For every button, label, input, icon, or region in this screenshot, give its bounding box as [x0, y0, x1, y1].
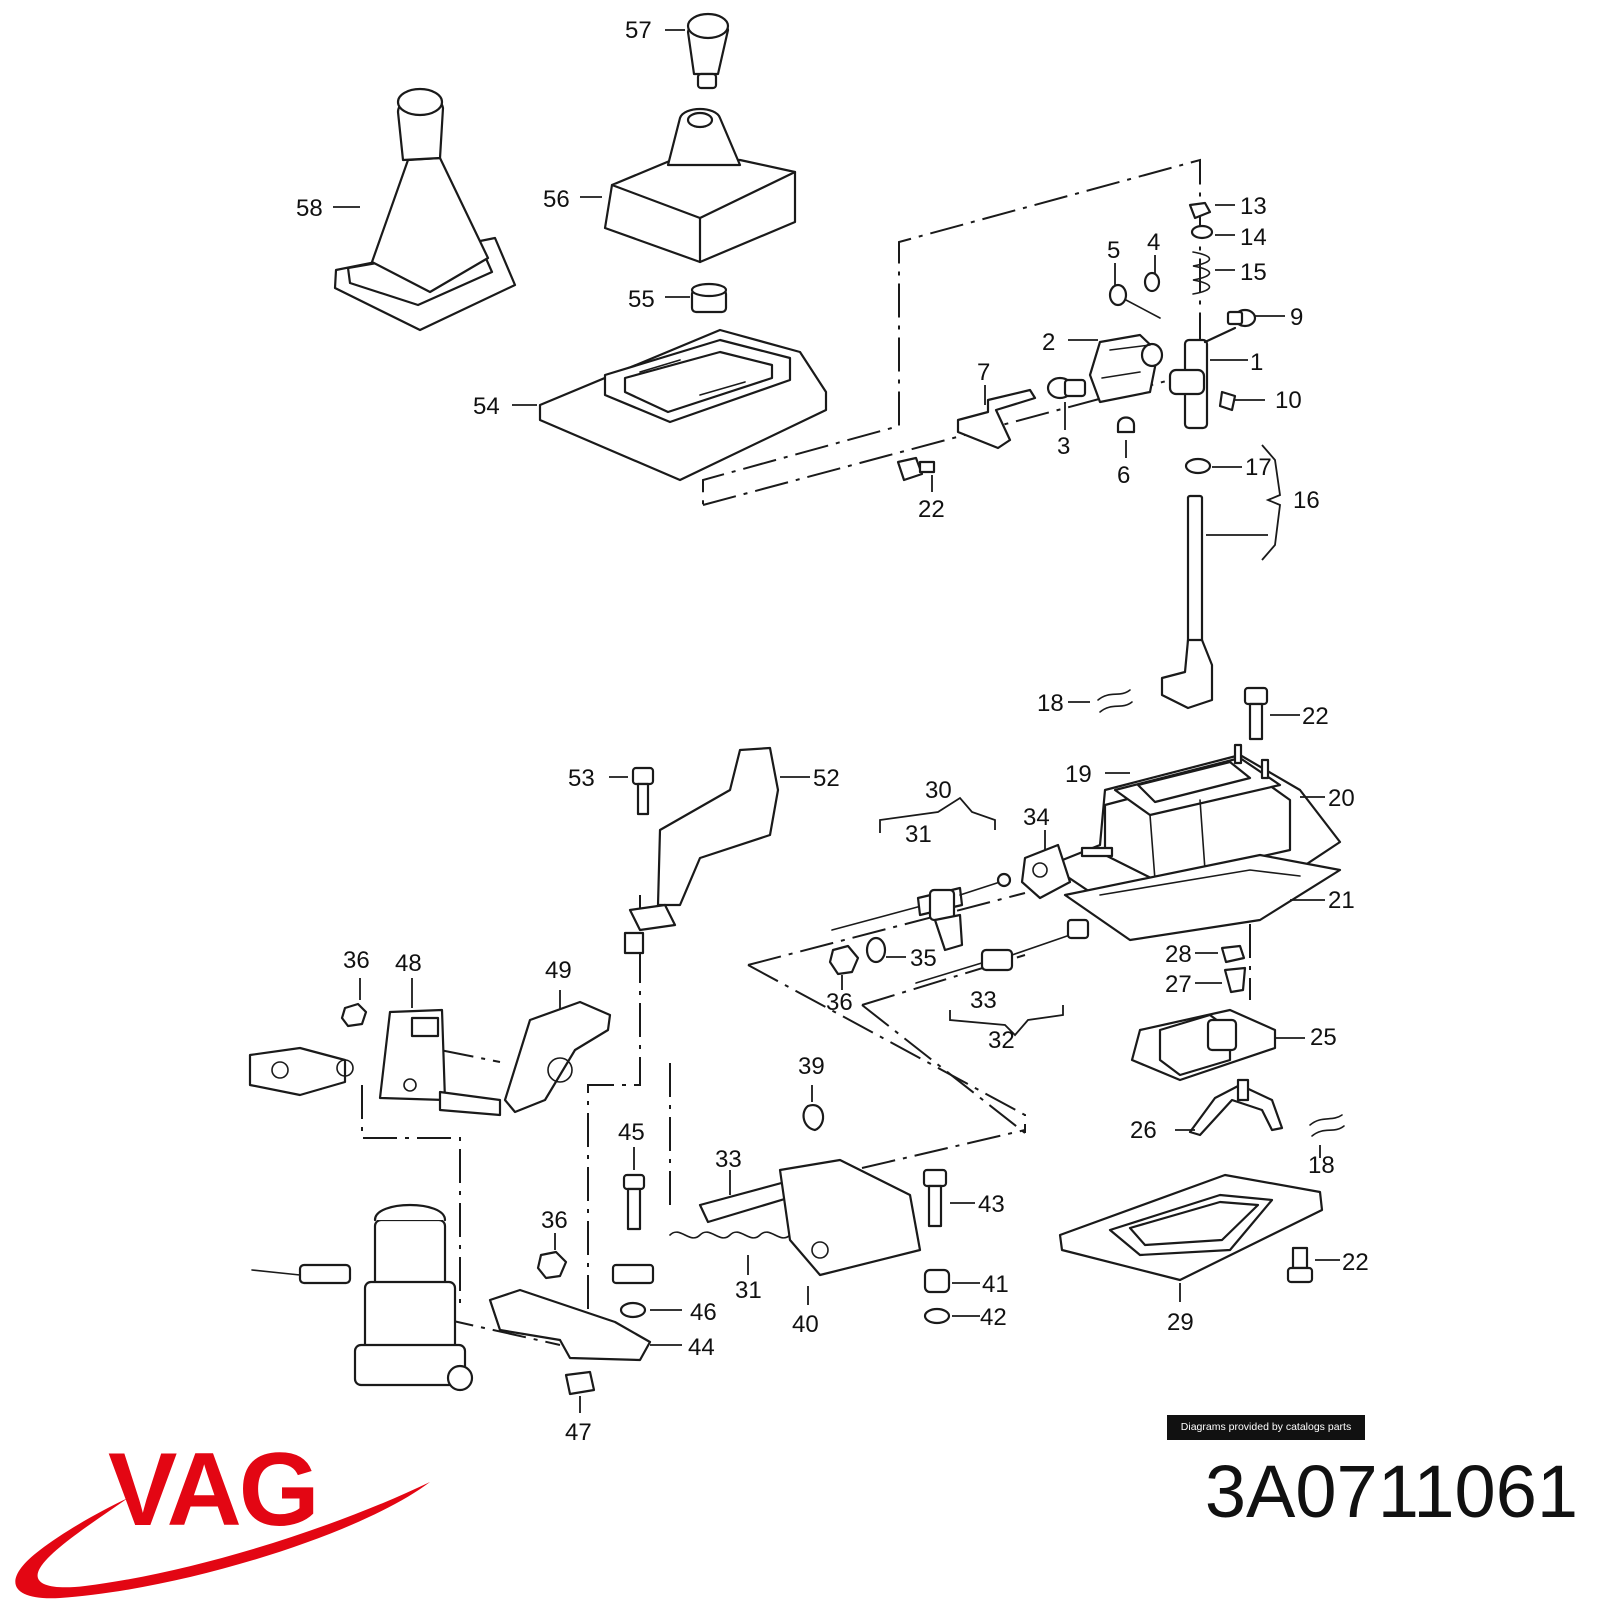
- callout-19: 19: [1065, 761, 1092, 788]
- diagram-credit-badge: Diagrams provided by catalogs parts: [1167, 1415, 1365, 1440]
- callout-33-upper: 33: [970, 987, 997, 1014]
- callout-9: 9: [1290, 304, 1303, 331]
- callout-7: 7: [977, 359, 990, 386]
- callout-17: 17: [1245, 454, 1272, 481]
- callout-1: 1: [1250, 349, 1263, 376]
- callout-47: 47: [565, 1419, 592, 1446]
- selector-lever: [623, 746, 780, 955]
- callout-36-lower: 36: [541, 1207, 568, 1234]
- shift-housing-assembly: [1048, 686, 1345, 1284]
- callout-41: 41: [982, 1271, 1009, 1298]
- callout-31-lower: 31: [735, 1277, 762, 1304]
- callout-5: 5: [1107, 237, 1120, 264]
- callout-57: 57: [625, 17, 652, 44]
- callout-34: 34: [1023, 804, 1050, 831]
- gear-boot-with-knob: [333, 87, 517, 332]
- callout-25: 25: [1310, 1024, 1337, 1051]
- callout-22-housing: 22: [1302, 703, 1329, 730]
- callout-35: 35: [910, 945, 937, 972]
- gear-knob: [686, 12, 730, 90]
- callout-29: 29: [1167, 1309, 1194, 1336]
- callout-49: 49: [545, 957, 572, 984]
- lower-linkage: [488, 1104, 951, 1396]
- callout-31-upper: 31: [905, 821, 932, 848]
- shift-valve-unit: [251, 1204, 474, 1392]
- brand-logo-text: VAG: [108, 1432, 320, 1548]
- callout-33-lower: 33: [715, 1146, 742, 1173]
- callout-27: 27: [1165, 971, 1192, 998]
- callout-6: 6: [1117, 462, 1130, 489]
- callout-18-lower: 18: [1308, 1152, 1335, 1179]
- console-cover: [538, 328, 828, 482]
- shift-cables: [828, 796, 1090, 1037]
- callout-39: 39: [798, 1053, 825, 1080]
- callout-40: 40: [792, 1311, 819, 1338]
- callout-45: 45: [618, 1119, 645, 1146]
- callout-21: 21: [1328, 887, 1355, 914]
- left-linkage: [248, 1000, 612, 1117]
- callout-15: 15: [1240, 259, 1267, 286]
- callout-18-upper: 18: [1037, 690, 1064, 717]
- callout-28: 28: [1165, 941, 1192, 968]
- callout-14: 14: [1240, 224, 1267, 251]
- callout-3: 3: [1057, 433, 1070, 460]
- callout-26: 26: [1130, 1117, 1157, 1144]
- callout-52: 52: [813, 765, 840, 792]
- callout-10: 10: [1275, 387, 1302, 414]
- callout-55: 55: [628, 286, 655, 313]
- gear-boot: [603, 107, 797, 264]
- callout-22-upper: 22: [918, 496, 945, 523]
- callout-43: 43: [978, 1191, 1005, 1218]
- callout-58: 58: [296, 195, 323, 222]
- callout-42: 42: [980, 1304, 1007, 1331]
- callout-30: 30: [925, 777, 952, 804]
- callout-36-left: 36: [343, 947, 370, 974]
- callout-53: 53: [568, 765, 595, 792]
- callout-48: 48: [395, 950, 422, 977]
- part-number: 3A0711061: [1204, 1450, 1578, 1533]
- boot-ring: [690, 282, 728, 314]
- leader-lines: [333, 29, 1340, 1413]
- callout-22-lower: 22: [1342, 1249, 1369, 1276]
- callout-54: 54: [473, 393, 500, 420]
- callout-13: 13: [1240, 193, 1267, 220]
- callout-labels: 57 58 56 55 54 13 14 15 5 4 9 2 1 7 10 3…: [296, 17, 1369, 1446]
- callout-2: 2: [1042, 329, 1055, 356]
- callout-56: 56: [543, 186, 570, 213]
- callout-16: 16: [1293, 487, 1320, 514]
- callout-44: 44: [688, 1334, 715, 1361]
- callout-32: 32: [988, 1027, 1015, 1054]
- callout-36-cable: 36: [826, 989, 853, 1016]
- callout-20: 20: [1328, 785, 1355, 812]
- callout-4: 4: [1147, 229, 1160, 256]
- upper-shift-mechanism: [896, 201, 1257, 713]
- callout-46: 46: [690, 1299, 717, 1326]
